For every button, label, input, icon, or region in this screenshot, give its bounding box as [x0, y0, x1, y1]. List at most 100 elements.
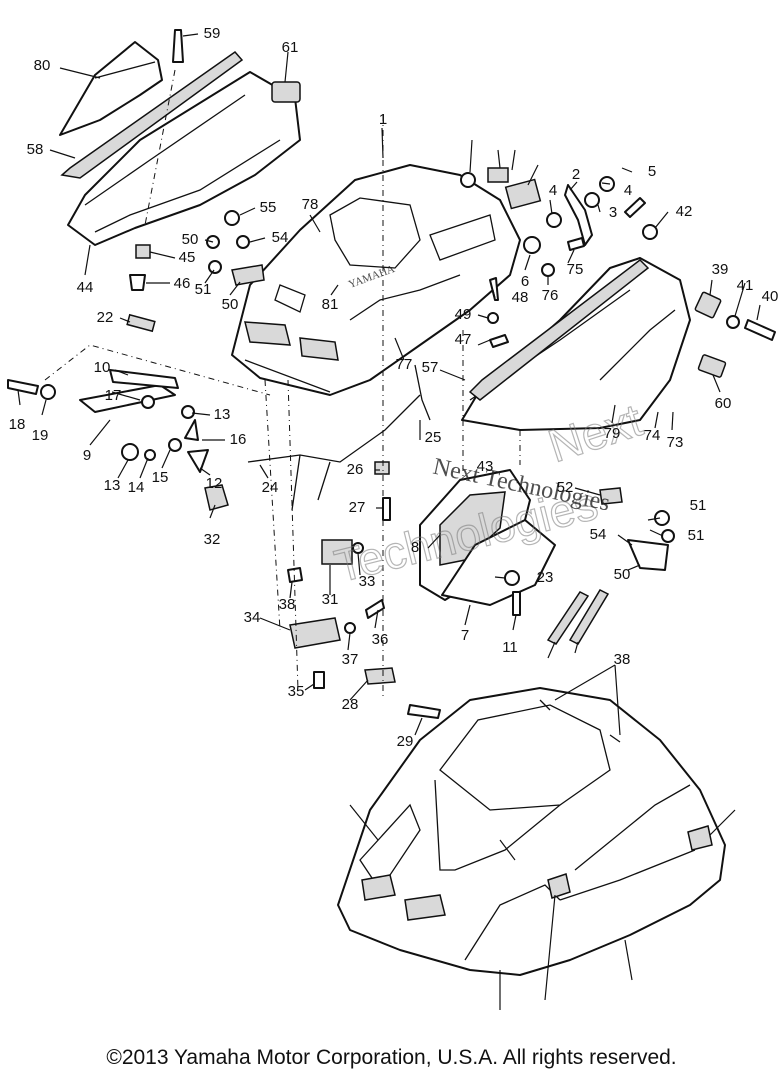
washer-47 [487, 312, 499, 324]
bolt-32 [313, 671, 325, 689]
grommet-6 [523, 236, 541, 254]
callout-38: 40 [762, 288, 779, 305]
callout-63: 75 [567, 261, 584, 278]
callout-28: 31 [322, 591, 339, 608]
clip-26 [364, 667, 396, 685]
screw-63 [567, 237, 585, 251]
callout-55: 55 [260, 199, 277, 216]
screw-33 [365, 599, 385, 619]
washer-54a [236, 235, 250, 249]
callout-49: 50 [222, 296, 239, 313]
spring-14 [184, 419, 199, 441]
upper-hood [231, 164, 521, 396]
bolt-27 [407, 704, 441, 719]
callout-60: 61 [282, 39, 299, 56]
screw-55 [224, 210, 240, 226]
bracket-60 [271, 81, 301, 103]
bolt-18 [7, 379, 39, 395]
callout-21: 23 [537, 569, 554, 586]
callout-69: 81 [322, 296, 339, 313]
washer-4a [546, 212, 562, 228]
bracket-31 [289, 617, 341, 649]
callout-68: 80 [34, 57, 51, 74]
washer-39 [726, 315, 740, 329]
screw-5 [624, 197, 646, 218]
callout-25: 27 [349, 499, 366, 516]
nut-15 [168, 438, 182, 452]
callout-22: 24 [262, 479, 279, 496]
callout-24: 26 [347, 461, 364, 478]
washer-3 [584, 192, 600, 208]
part-52 [599, 487, 623, 505]
washer-51b [661, 529, 675, 543]
bolt-25 [382, 497, 391, 521]
clip-12 [187, 449, 209, 473]
copyright-notice: ©2013 Yamaha Motor Corporation, U.S.A. A… [106, 1046, 677, 1069]
callout-20: 22 [97, 309, 114, 326]
callout-5: 5 [648, 163, 656, 180]
callout-37: 39 [712, 261, 729, 278]
callout-29: 32 [204, 531, 221, 548]
plate-77 [487, 167, 509, 183]
nut-50b [654, 510, 670, 526]
bracket-2 [564, 184, 593, 246]
callout-10: 9 [83, 447, 91, 464]
callout-39: 41 [737, 277, 754, 294]
callout-13b: 13 [104, 477, 121, 494]
nut-64 [541, 263, 555, 277]
callout-23: 25 [425, 429, 442, 446]
windshield-molding [60, 50, 244, 179]
callout-45: 47 [455, 331, 472, 348]
callout-7: 7 [461, 627, 469, 644]
callout-50: 50 [182, 231, 199, 248]
bracket-45 [489, 334, 509, 348]
callout-26: 28 [342, 696, 359, 713]
callout-51: 51 [195, 281, 212, 298]
callout-62: 74 [644, 427, 661, 444]
callout-15: 15 [152, 469, 169, 486]
bolt-36 [287, 567, 303, 583]
callout-66: 78 [302, 196, 319, 213]
callout-44: 46 [174, 275, 191, 292]
callout-40: 42 [676, 203, 693, 220]
plate-20 [126, 313, 156, 333]
windshield [59, 41, 163, 136]
emblem-75 [687, 825, 713, 851]
callout-12: 12 [206, 475, 223, 492]
callout-9: 11 [502, 639, 518, 656]
callout-46: 48 [512, 289, 529, 306]
callout-18: 18 [9, 416, 26, 433]
callout-32: 35 [288, 683, 305, 700]
leader-lines [17, 33, 761, 1010]
washer-34 [344, 622, 356, 634]
washer-19 [40, 384, 56, 400]
strip-81 [568, 589, 610, 645]
side-strip-56 [468, 259, 650, 401]
nut-79 [460, 172, 476, 188]
bracket-29 [204, 484, 229, 511]
callout-11: 10 [94, 359, 111, 376]
callout-61: 73 [667, 434, 684, 451]
callout-54: 54 [272, 229, 289, 246]
callout-64: 76 [542, 287, 559, 304]
washer-40 [642, 224, 658, 240]
callout-19: 19 [32, 427, 49, 444]
callout-35: 38 [614, 651, 631, 668]
callout-27: 29 [397, 733, 414, 750]
callout-3: 3 [609, 204, 617, 221]
clip-43 [135, 244, 151, 259]
wire-harness [247, 394, 421, 511]
clip-59 [697, 354, 727, 378]
callout-51b: 51 [688, 527, 705, 544]
bolt-58 [172, 29, 184, 63]
bolt-38 [744, 319, 776, 341]
nut-13b [181, 405, 195, 419]
strip-80 [546, 591, 590, 645]
callout-16: 14 [128, 479, 145, 496]
callout-33: 36 [372, 631, 389, 648]
bracket-49 [231, 264, 265, 286]
callout-58: 59 [204, 25, 221, 42]
callout-30: 33 [359, 573, 376, 590]
callout-2: 2 [572, 166, 580, 183]
lower-hood [337, 687, 726, 976]
